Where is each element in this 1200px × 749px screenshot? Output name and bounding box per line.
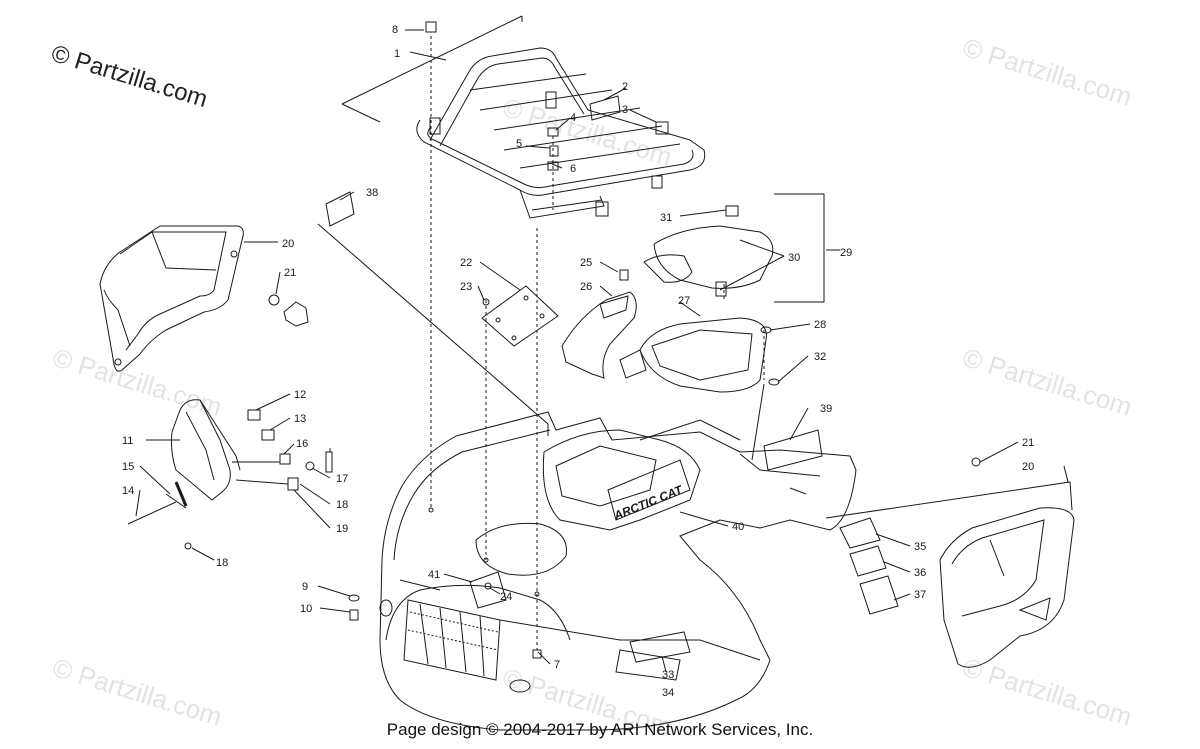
callout-11: 11 [122,435,133,447]
callout-9: 9 [302,581,308,593]
footer-credit: Page design © 2004-2017 by ARI Network S… [386,720,814,739]
bolt-25 [619,269,629,281]
callout-6: 6 [570,163,576,175]
storage-tray [619,317,767,393]
callout-13: 13 [294,413,306,425]
callout-24: 24 [500,591,512,603]
storage-lid [643,193,825,303]
callout-7: 7 [554,659,560,671]
callout-37: 37 [914,589,926,601]
callout-38: 38 [366,187,378,199]
callout-10: 10 [300,603,312,615]
callout-17: 17 [336,473,348,485]
callout-15: 15 [122,461,134,473]
callout-41: 41 [428,569,440,581]
callout-25: 25 [580,257,592,269]
rivet-21-left [268,294,309,327]
decal-33-34 [629,631,691,663]
callout-1: 1 [394,48,400,60]
decals-35-36-37 [839,517,899,615]
callout-33: 33 [662,669,674,681]
callout-21-left: 21 [284,267,296,279]
callout-3: 3 [622,104,628,116]
panel-26 [561,291,637,379]
front-grille [403,599,501,681]
leader-lines [135,29,1069,673]
decal-39 [763,429,823,471]
callout-4: 4 [570,112,576,124]
callout-16: 16 [296,438,308,450]
callout-31: 31 [660,212,672,224]
callout-35: 35 [914,541,926,553]
plate-41 [469,571,507,609]
callout-26: 26 [580,281,592,293]
callout-40: 40 [732,521,744,533]
decal-38 [317,191,549,436]
fasteners [348,21,542,659]
rear-rack [341,15,706,219]
callout-12: 12 [294,389,306,401]
callout-21-right: 21 [1022,437,1034,449]
cover-22 [481,285,559,347]
callout-18-lower: 18 [216,557,228,569]
left-side-panel [99,225,244,372]
callout-19: 19 [336,523,348,535]
callout-14: 14 [122,485,134,497]
screws-28-32 [751,326,780,461]
callout-29: 29 [840,247,852,259]
callout-28: 28 [814,319,826,331]
front-body [379,411,857,731]
callout-34: 34 [662,687,674,699]
callout-36: 36 [914,567,926,579]
callout-20-left: 20 [282,238,294,250]
callout-20-right: 20 [1022,461,1034,473]
right-side-panel [825,457,1075,668]
callout-27: 27 [678,295,690,307]
callout-numbers: 8 1 2 3 4 5 6 38 31 30 29 22 23 25 26 27… [122,24,1034,699]
callout-2: 2 [622,81,628,93]
rack-hardware [547,95,669,210]
callout-8: 8 [392,24,398,36]
callout-5: 5 [516,138,522,150]
callout-32: 32 [814,351,826,363]
callout-18-upper: 18 [336,499,348,511]
headlight-assembly [127,399,333,550]
callout-23: 23 [460,281,472,293]
callout-22: 22 [460,257,472,269]
callout-39: 39 [820,403,832,415]
callout-30: 30 [788,252,800,264]
